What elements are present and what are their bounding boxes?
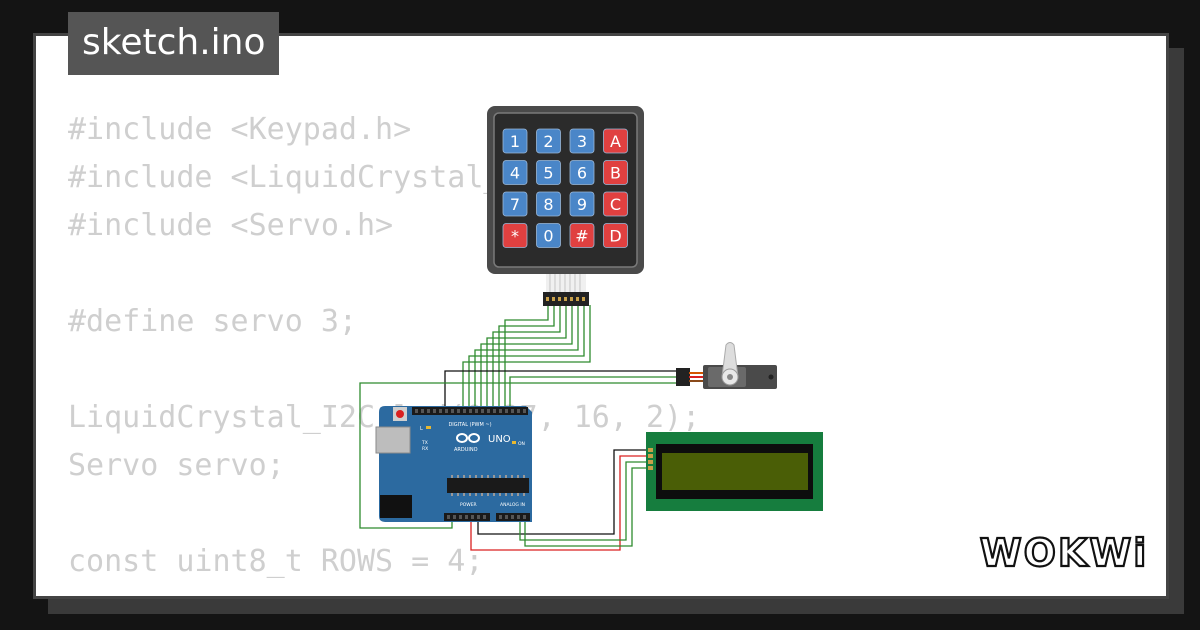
svg-text:C: C <box>610 195 621 214</box>
rx-label: RX <box>422 446 428 452</box>
svg-text:A: A <box>610 132 621 151</box>
keypad-key-6: 6 <box>569 160 595 185</box>
keypad-key-C: C <box>603 191 628 217</box>
keypad-key-#: # <box>569 223 595 248</box>
code-line: #include <Keypad.h> <box>68 112 412 147</box>
keypad-key-5: 5 <box>536 160 561 185</box>
servo-gnd-wire <box>359 382 676 529</box>
board-model-label: UNO <box>488 434 511 445</box>
svg-text:#: # <box>575 227 588 246</box>
keypad-keys: 1 2 3 A 4 5 6 B 7 8 9 C * 0 # D <box>502 128 628 248</box>
keypad-key-*: * <box>502 223 528 248</box>
file-name-tab: sketch.ino <box>68 12 280 75</box>
servo-signal-wire <box>444 370 676 408</box>
on-label: ON <box>518 441 525 447</box>
keypad-key-A: A <box>603 128 628 154</box>
keypad-key-9: 9 <box>569 191 595 217</box>
code-line: #include <Servo.h> <box>68 208 394 243</box>
arduino-uno-board: DIGITAL (PWM ~) L UNO ARDUINO TX RX ON <box>375 406 532 522</box>
code-line: Servo servo; <box>68 448 285 483</box>
svg-text:5: 5 <box>543 164 553 183</box>
digital-label: DIGITAL (PWM ~) <box>448 422 491 428</box>
keypad-ribbon <box>543 274 589 306</box>
lcd-display <box>646 432 823 511</box>
code-line: #define servo 3; <box>68 304 357 339</box>
tx-label: TX <box>421 440 428 446</box>
svg-text:0: 0 <box>543 227 553 246</box>
arduino-logo <box>456 433 480 443</box>
keypad: 1 2 3 A 4 5 6 B 7 8 9 C * 0 # D <box>487 106 644 306</box>
svg-text:4: 4 <box>510 164 520 183</box>
svg-text:7: 7 <box>510 195 520 214</box>
keypad-key-B: B <box>603 160 628 185</box>
svg-text:*: * <box>511 227 519 246</box>
l-led-label: L <box>420 426 423 432</box>
wokwi-logo-text: WOKWi <box>980 531 1149 575</box>
keypad-key-0: 0 <box>536 223 561 248</box>
svg-text:9: 9 <box>577 195 587 214</box>
keypad-key-3: 3 <box>569 128 595 154</box>
lcd-sda-wire <box>519 461 651 541</box>
code-line: const uint8_t ROWS = 4; <box>68 544 484 579</box>
servo-power-wire <box>509 376 676 408</box>
lcd-vcc-wire <box>470 455 651 551</box>
svg-text:3: 3 <box>577 132 587 151</box>
keypad-key-2: 2 <box>536 128 561 154</box>
svg-text:1: 1 <box>510 132 520 151</box>
keypad-wires <box>462 305 591 408</box>
keypad-key-D: D <box>603 223 628 248</box>
servo-motor <box>676 342 777 389</box>
keypad-key-8: 8 <box>536 191 561 217</box>
svg-text:B: B <box>610 164 621 183</box>
wokwi-logo: WOKWi <box>979 530 1149 576</box>
arduino-brand-label: ARDUINO <box>454 447 478 453</box>
svg-text:D: D <box>609 227 621 246</box>
keypad-key-7: 7 <box>502 191 528 217</box>
svg-text:8: 8 <box>543 195 553 214</box>
keypad-key-4: 4 <box>502 160 528 185</box>
svg-text:2: 2 <box>543 132 553 151</box>
lcd-scl-wire <box>524 467 651 547</box>
analog-label: ANALOG IN <box>500 502 525 508</box>
wires <box>359 305 676 551</box>
svg-text:6: 6 <box>577 164 587 183</box>
power-label: POWER <box>460 502 477 508</box>
lcd-gnd-wire <box>477 449 651 535</box>
keypad-key-1: 1 <box>502 128 528 154</box>
